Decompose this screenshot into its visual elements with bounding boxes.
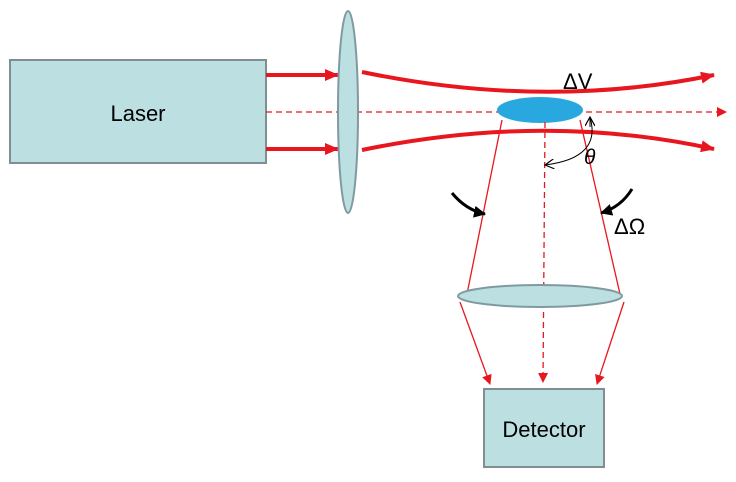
collection-lens	[457, 284, 623, 308]
detector-ray-left	[459, 301, 492, 385]
laser-box: Laser	[9, 59, 267, 164]
scatter-ray-right	[579, 119, 621, 295]
solid-angle-arrow-right	[600, 188, 634, 216]
solid-angle-label: ΔΩ	[614, 214, 645, 239]
laser-label: Laser	[110, 101, 165, 126]
detector-box: Detector	[483, 388, 605, 468]
scatter-axis-dashed	[538, 121, 549, 383]
scattering-volume-label: ΔV	[563, 69, 593, 94]
scattering-volume	[497, 97, 583, 123]
beam-envelope-bottom	[361, 128, 715, 153]
scatter-ray-left	[466, 119, 503, 295]
scattering-angle-label: θ	[584, 146, 596, 169]
detector-ray-right	[595, 301, 625, 385]
beam-envelope-top	[361, 70, 715, 94]
solid-angle-arrow-left	[450, 192, 486, 218]
focusing-lens	[337, 10, 359, 214]
detector-label: Detector	[502, 417, 585, 442]
